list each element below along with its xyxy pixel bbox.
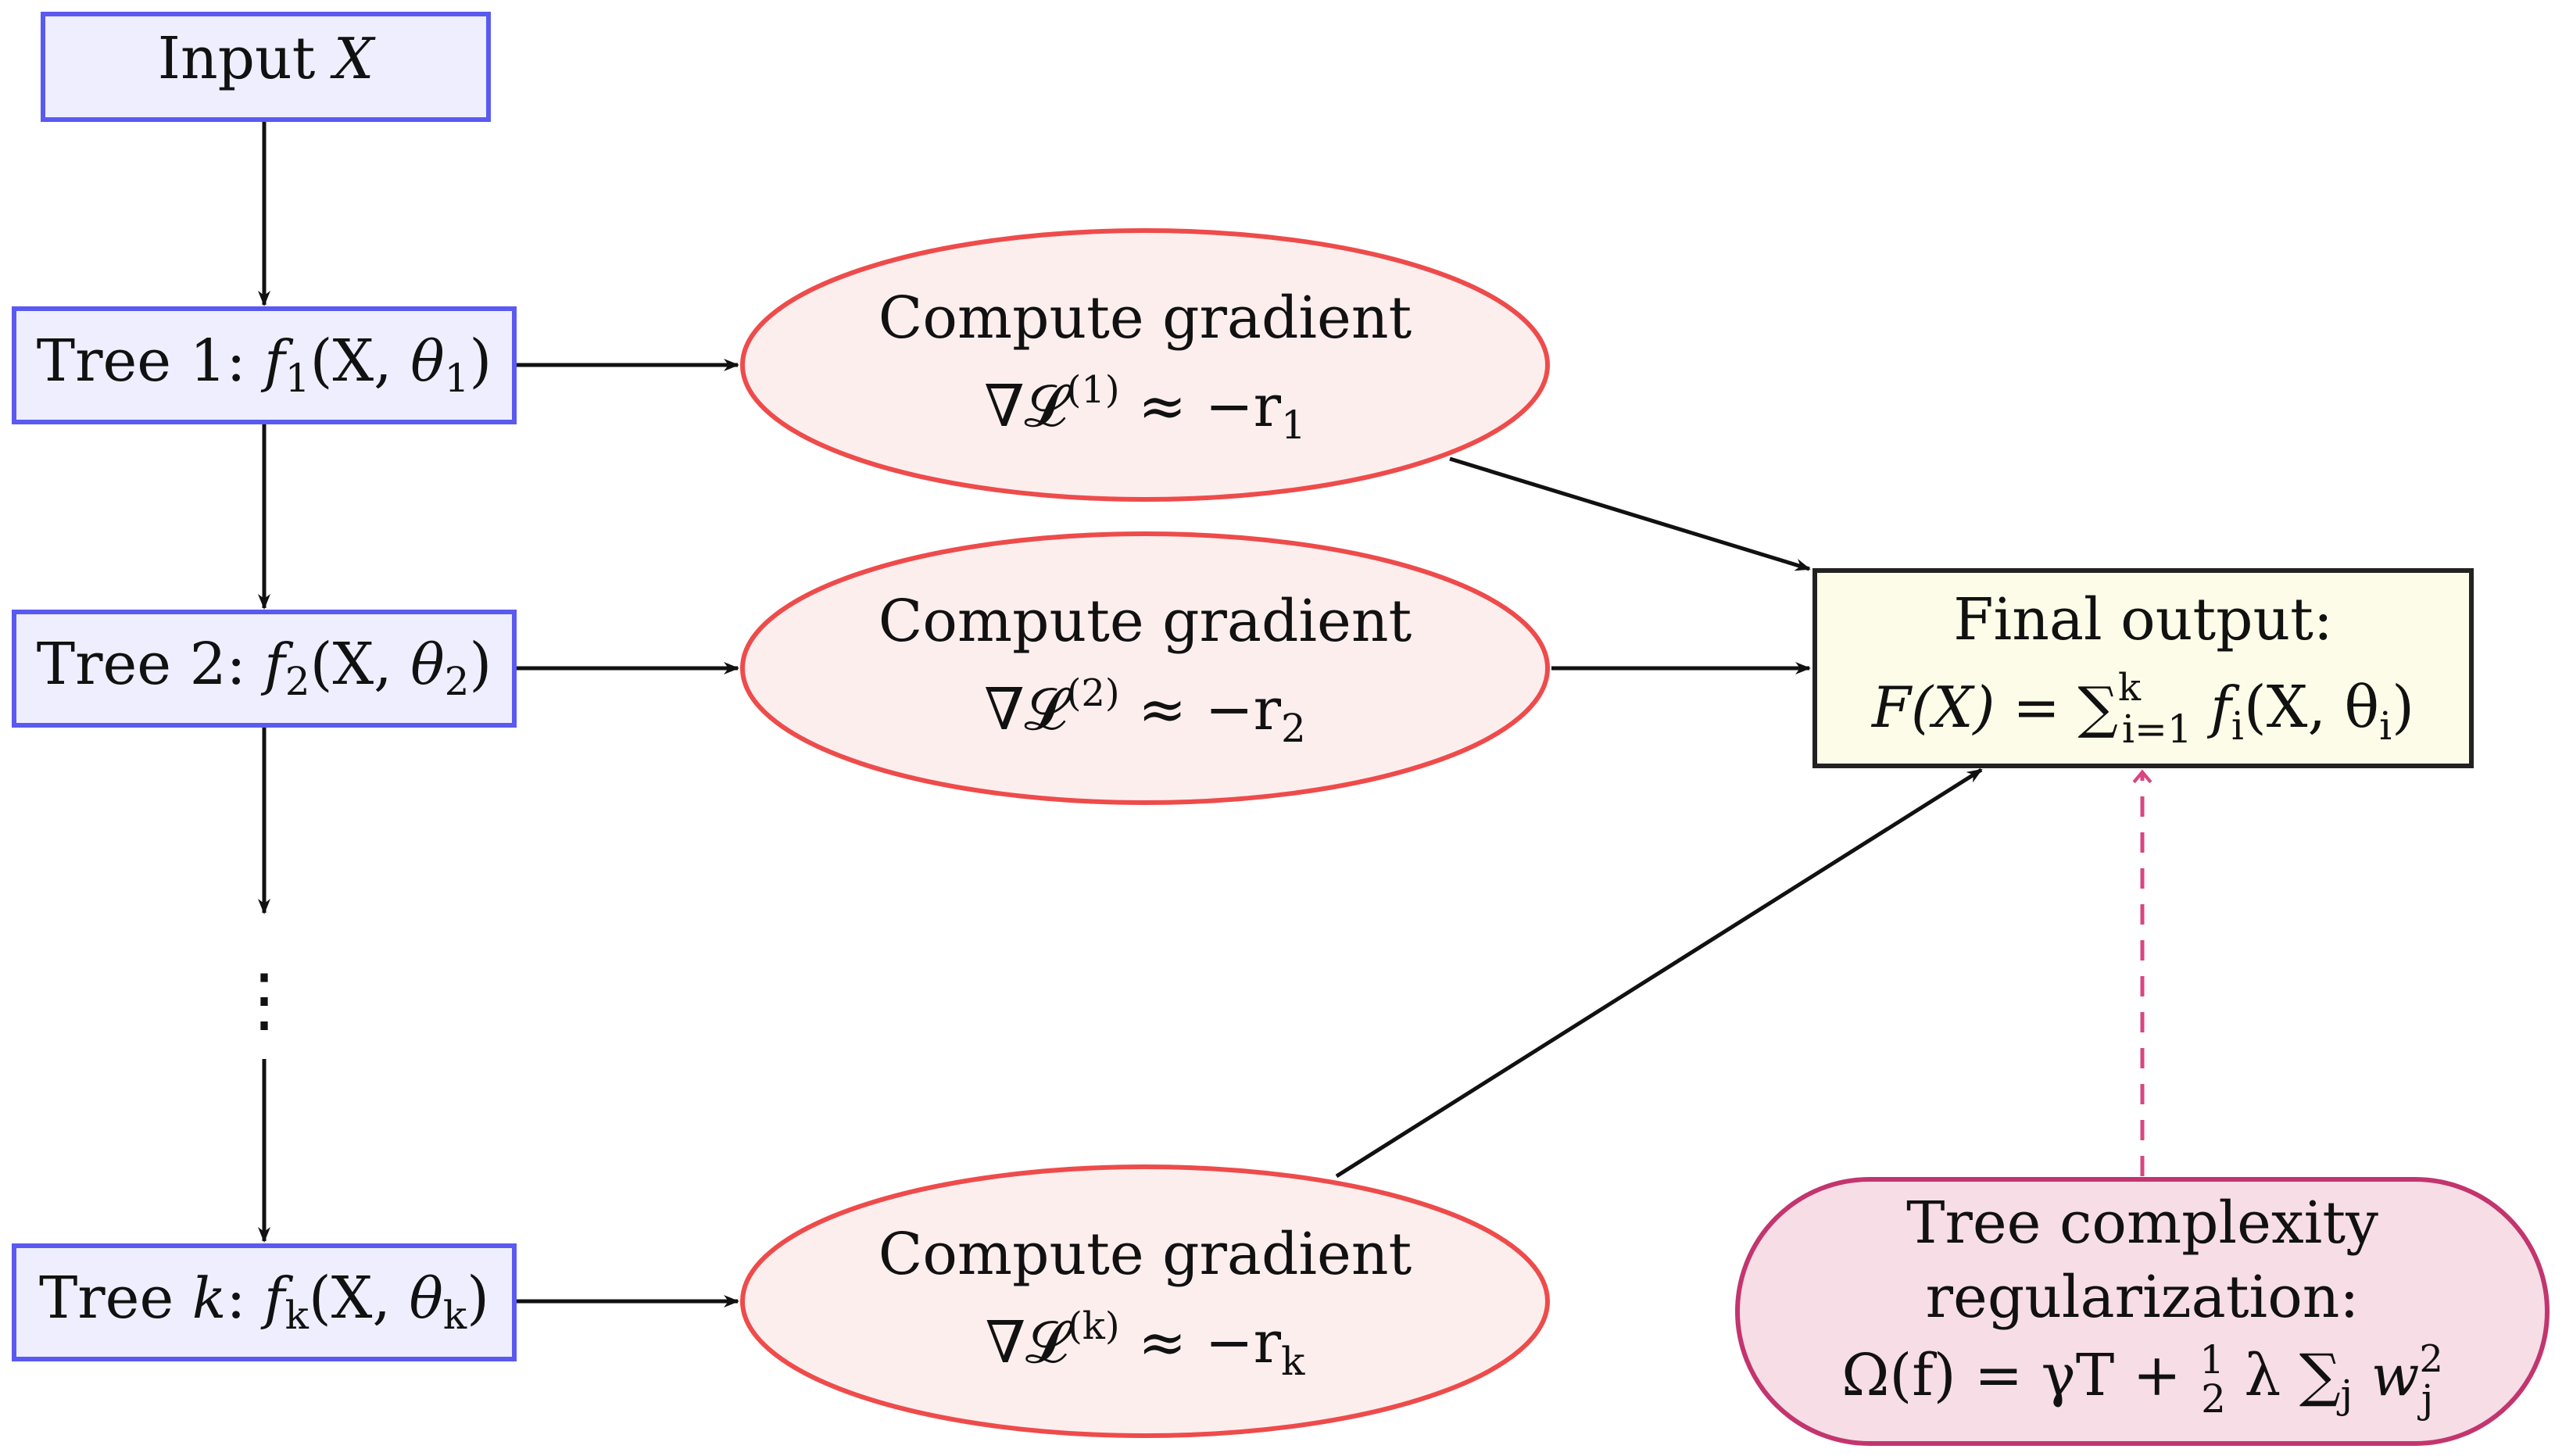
- tree-node-2: Tree 2: f2(X, θ2): [12, 610, 517, 728]
- gradient-2-formula: ∇𝓛(2) ≈ −r2: [984, 671, 1306, 751]
- gradient-k-ellipse: [740, 1164, 1550, 1438]
- regularization-line-2: regularization:: [1926, 1264, 2360, 1331]
- tree-2-label: Tree 2: f2(X, θ2): [37, 631, 492, 704]
- input-node: Input X: [41, 12, 491, 122]
- gradient-node-k: Compute gradient ∇𝓛(k) ≈ −rk: [740, 1164, 1550, 1438]
- ellipsis-dots: ⋮: [229, 959, 299, 1041]
- output-box: [1812, 568, 2474, 768]
- gradient-1-formula: ∇𝓛(1) ≈ −r1: [984, 368, 1306, 448]
- tree-1-label: Tree 1: f1(X, θ1): [37, 327, 492, 401]
- regularization-line-1: Tree complexity: [1906, 1189, 2378, 1257]
- gradient-2-title: Compute gradient: [879, 588, 1412, 655]
- regularization-box: [1735, 1177, 2550, 1446]
- tree-node-1: Tree 1: f1(X, θ1): [12, 306, 517, 424]
- gradient-2-ellipse: [740, 531, 1550, 805]
- tree-k-label: Tree k: fk(X, θk): [39, 1265, 489, 1338]
- regularization-node: Tree complexity regularization: Ω(f) = γ…: [1735, 1177, 2550, 1446]
- tree-1-box: [12, 306, 517, 424]
- output-title: Final output:: [1953, 586, 2333, 653]
- tree-2-box: [12, 610, 517, 728]
- gradient-1-ellipse: [740, 228, 1550, 502]
- input-box: [41, 12, 491, 122]
- gradient-k-formula: ∇𝓛(k) ≈ −rk: [986, 1304, 1305, 1384]
- tree-node-k: Tree k: fk(X, θk): [12, 1243, 517, 1361]
- arrow-gradient-k-to-output: [1335, 767, 1983, 1179]
- input-label: Input X: [158, 25, 376, 92]
- gradient-node-2: Compute gradient ∇𝓛(2) ≈ −r2: [740, 531, 1550, 805]
- gradient-k-title: Compute gradient: [879, 1221, 1412, 1288]
- gradient-1-title: Compute gradient: [879, 284, 1412, 352]
- tree-to-gradient-arrows: [517, 359, 739, 1308]
- tree-k-box: [12, 1243, 517, 1361]
- gradient-node-1: Compute gradient ∇𝓛(1) ≈ −r1: [740, 228, 1550, 502]
- arrow-gradient-1-to-output: [1449, 456, 1811, 571]
- gradient-to-output-arrows: [1335, 456, 1983, 1179]
